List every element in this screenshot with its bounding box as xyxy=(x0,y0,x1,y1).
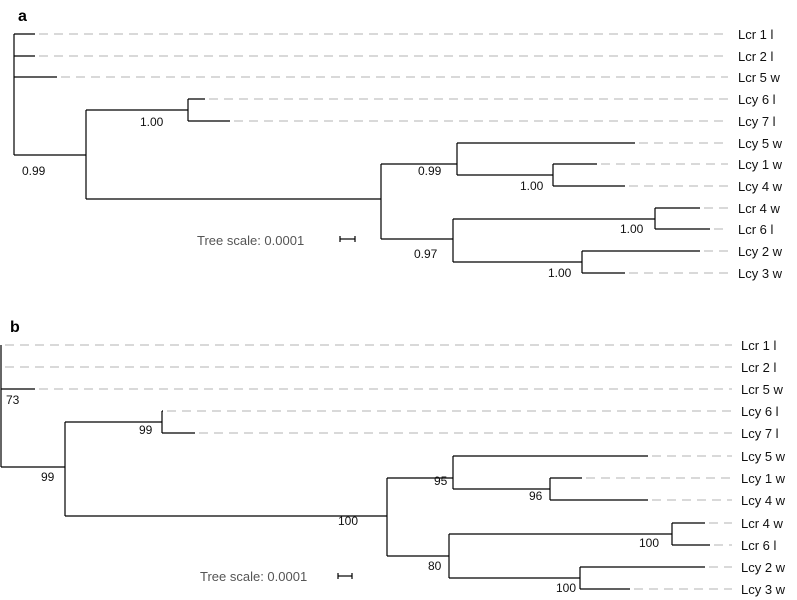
tree-scale-label: Tree scale: 0.0001 xyxy=(200,569,307,584)
support-value: 99 xyxy=(41,470,55,484)
support-value: 73 xyxy=(6,393,20,407)
scale-bar xyxy=(337,573,353,579)
taxon-label: Lcr 4 w xyxy=(738,201,781,216)
panel-label: b xyxy=(10,319,20,336)
taxon-label: Lcr 2 l xyxy=(741,360,777,375)
support-value: 0.99 xyxy=(22,164,46,178)
support-value: 100 xyxy=(338,514,358,528)
support-value: 96 xyxy=(529,489,543,503)
taxon-label: Lcy 7 l xyxy=(738,114,776,129)
support-value: 0.97 xyxy=(414,247,438,261)
taxon-label: Lcr 4 w xyxy=(741,516,784,531)
support-value: 95 xyxy=(434,474,448,488)
tree-scale-label: Tree scale: 0.0001 xyxy=(197,233,304,248)
support-value: 80 xyxy=(428,559,442,573)
support-value: 100 xyxy=(639,536,659,550)
taxon-label: Lcy 6 l xyxy=(741,404,779,419)
support-value: 99 xyxy=(139,423,153,437)
taxon-label: Lcr 6 l xyxy=(738,222,774,237)
taxon-label: Lcy 1 w xyxy=(738,157,783,172)
taxon-label: Lcy 3 w xyxy=(741,582,786,597)
support-value: 100 xyxy=(556,581,576,595)
taxon-label: Lcr 5 w xyxy=(738,70,781,85)
taxon-label: Lcr 5 w xyxy=(741,382,784,397)
taxon-label: Lcy 1 w xyxy=(741,471,786,486)
taxon-label: Lcy 2 w xyxy=(738,244,783,259)
taxon-label: Lcy 7 l xyxy=(741,426,779,441)
taxon-label: Lcy 4 w xyxy=(741,493,786,508)
taxon-label: Lcy 5 w xyxy=(738,136,783,151)
taxon-label: Lcy 2 w xyxy=(741,560,786,575)
support-value: 1.00 xyxy=(620,222,644,236)
support-value: 1.00 xyxy=(140,115,164,129)
taxon-label: Lcy 3 w xyxy=(738,266,783,281)
taxon-label: Lcy 6 l xyxy=(738,92,776,107)
support-value: 1.00 xyxy=(520,179,544,193)
taxon-label: Lcy 4 w xyxy=(738,179,783,194)
taxon-label: Lcr 6 l xyxy=(741,538,777,553)
taxon-label: Lcy 5 w xyxy=(741,449,786,464)
panel-label: a xyxy=(18,8,27,25)
scale-bar xyxy=(339,236,356,242)
taxon-label: Lcr 1 l xyxy=(741,338,777,353)
taxon-label: Lcr 1 l xyxy=(738,27,774,42)
support-value: 1.00 xyxy=(548,266,572,280)
taxon-label: Lcr 2 l xyxy=(738,49,774,64)
support-value: 0.99 xyxy=(418,164,442,178)
